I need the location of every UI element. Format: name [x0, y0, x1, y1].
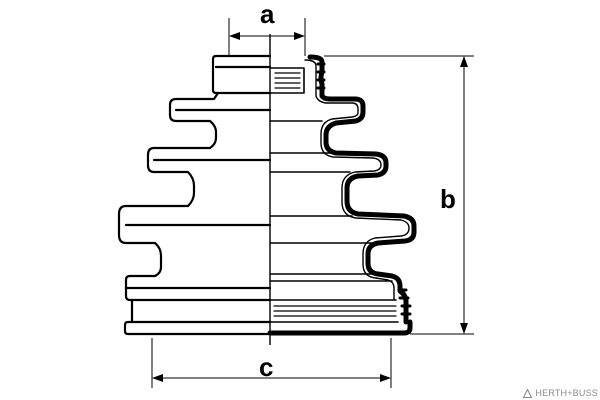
section-collar-top: [269, 67, 305, 94]
dim-a-arrow-left: [229, 32, 240, 40]
section-collar-ridges: [316, 62, 326, 90]
brand-text: HERTH+BUSS: [535, 388, 598, 398]
dimension-b: [324, 55, 474, 335]
dim-c-arrow-left: [152, 374, 163, 382]
section-outer-wall: [307, 54, 417, 325]
convolution-1: [146, 146, 212, 208]
section-inner-wall: [304, 59, 410, 301]
boot-exterior-half: [117, 54, 272, 336]
neck-collar-outline: [211, 54, 272, 95]
bottom-flange: [123, 298, 272, 336]
section-base-ridges: [398, 288, 412, 316]
dimension-b-label: b: [440, 184, 456, 214]
dim-b-arrow-bottom: [460, 323, 468, 334]
dimension-c-label: c: [259, 352, 274, 382]
brand-watermark: HERTH+BUSS: [523, 388, 598, 398]
brand-logo-icon: [523, 388, 533, 398]
dimension-a: [228, 18, 306, 56]
dimension-c: [151, 338, 392, 388]
dim-a-arrow-right: [294, 32, 305, 40]
section-bottom-band: [267, 319, 413, 336]
dim-c-arrow-right: [380, 374, 391, 382]
boot-section-half: [267, 54, 417, 336]
convolution-2: [117, 204, 190, 278]
waist-1: [168, 91, 220, 150]
dim-b-arrow-top: [460, 56, 468, 67]
dimension-a-label: a: [260, 0, 275, 29]
